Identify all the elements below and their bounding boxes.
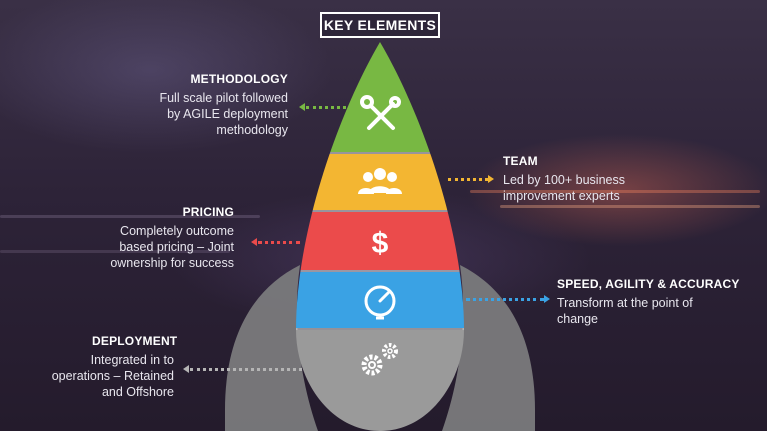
annotation-team: TEAM Led by 100+ business improvement ex… [503,154,703,204]
description-pricing: Completely outcome based pricing – Joint… [110,224,234,270]
heading-team: TEAM [503,154,538,168]
segment-methodology [296,42,464,152]
heading-speed: SPEED, AGILITY & ACCURACY [557,277,740,291]
description-deployment: Integrated in to operations – Retained a… [51,353,174,399]
arrow-pricing [251,238,257,246]
segment-team [296,154,464,210]
light-streak [470,190,760,193]
connector-team [448,178,488,181]
light-streak [0,215,260,218]
title-box: KEY ELEMENTS [320,12,440,38]
arrow-team [488,175,494,183]
heading-pricing: PRICING [182,205,234,219]
arrow-methodology [299,103,305,111]
annotation-pricing: PRICING Completely outcome based pricing… [84,205,234,271]
connector-pricing [258,241,300,244]
annotation-speed: SPEED, AGILITY & ACCURACY Transform at t… [557,277,762,327]
gears-icon [361,343,398,376]
arrow-deployment [183,365,189,373]
connector-methodology [306,106,346,109]
arrow-speed [544,295,550,303]
connector-deployment [190,368,302,371]
left-fin [225,265,318,431]
segment-pricing [296,212,464,270]
annotation-deployment: DEPLOYMENT Integrated in to operations –… [24,334,178,400]
dollar-icon: $ [372,227,389,260]
description-speed: Transform at the point of change [557,296,693,326]
page-title: KEY ELEMENTS [323,17,437,33]
light-streak [0,250,230,253]
annotation-methodology: METHODOLOGY Full scale pilot followed by… [130,72,288,138]
heading-methodology: METHODOLOGY [190,72,288,86]
tools-icon [360,95,401,130]
description-methodology: Full scale pilot followed by AGILE deplo… [159,91,288,137]
heading-deployment: DEPLOYMENT [92,334,178,348]
team-icon [358,168,402,194]
description-team: Led by 100+ business improvement experts [503,173,625,203]
right-fin [442,265,535,431]
speedometer-icon [364,285,396,320]
connector-speed [466,298,544,301]
light-streak [500,205,760,208]
